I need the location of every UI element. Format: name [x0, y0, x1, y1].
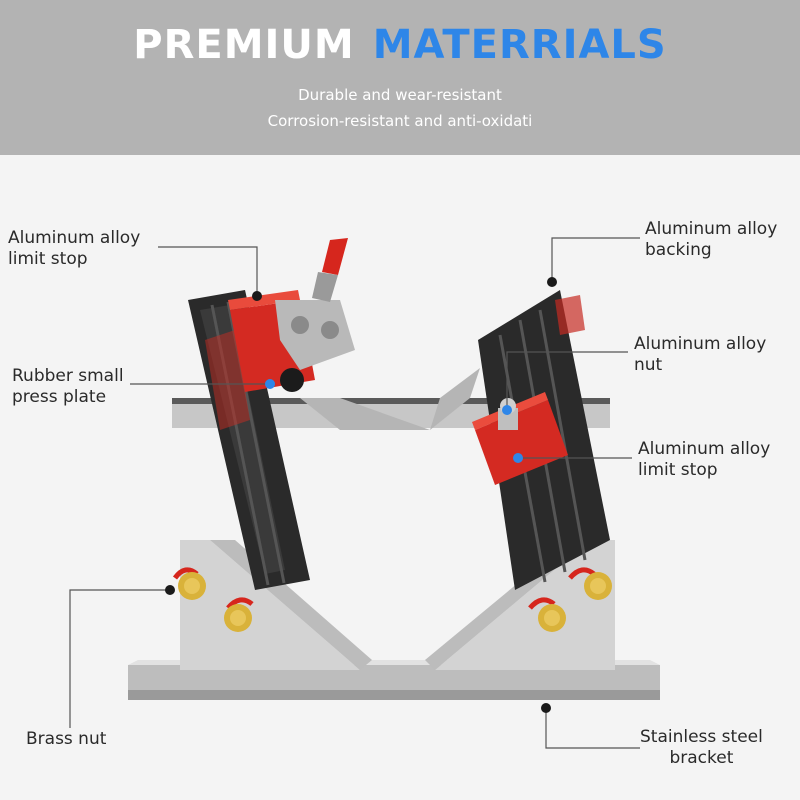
callout-bracket-line2: bracket [669, 748, 734, 768]
page-title: PREMIUM MATERRIALS [0, 22, 800, 68]
callout-backing-line2: backing [645, 240, 712, 260]
callout-limit-stop-left-line2: limit stop [8, 249, 88, 269]
callout-backing-line1: Aluminum alloy [645, 219, 778, 239]
callout-nut-line1: Aluminum alloy [634, 334, 767, 354]
callout-limit-stop-right-line1: Aluminum alloy [638, 439, 771, 459]
title-blue-text: MATERRIALS [372, 22, 667, 68]
callout-limit-stop-left-line1: Aluminum alloy [8, 228, 141, 248]
subtitle-corrosion: Corrosion-resistant and anti-oxidati [267, 112, 533, 130]
title-white-text: PREMIUM [133, 22, 355, 68]
callout-brass-nut-line1: Brass nut [26, 729, 107, 749]
brass-nut-4 [528, 597, 566, 632]
callout-limit-stop-left: Aluminum alloy limit stop [8, 228, 140, 270]
rubber-press-plate [280, 368, 304, 392]
brass-nut-3 [568, 567, 612, 600]
brass-nut-1 [172, 567, 206, 600]
header-banner [0, 0, 800, 155]
callout-rubber-press-plate: Rubber small press plate [12, 366, 124, 408]
callout-backing: Aluminum alloy backing [645, 219, 777, 261]
clamp-handle-red [322, 238, 348, 275]
toggle-clamp [275, 300, 355, 370]
callout-nut-line2: nut [634, 355, 663, 375]
callout-brass-nut: Brass nut [26, 729, 106, 750]
callout-dot-limit-stop-right [513, 453, 523, 463]
callout-bracket: Stainless steel bracket [640, 727, 763, 769]
subtitle-durable: Durable and wear-resistant [298, 86, 502, 104]
callout-dot-brass-nut [165, 585, 175, 595]
callout-dot-rubber-plate [265, 379, 275, 389]
callout-rubber-press-plate-line2: press plate [12, 387, 107, 407]
callout-dot-limit-stop-left [252, 291, 262, 301]
callout-rubber-press-plate-line1: Rubber small [12, 366, 124, 386]
left-bracket-plate [180, 540, 360, 670]
callout-dot-nut [502, 405, 512, 415]
callout-lines [69, 237, 640, 749]
callout-bracket-line1: Stainless steel [640, 727, 763, 747]
right-bracket-plate [435, 540, 615, 670]
right-nut-bolt [498, 408, 518, 430]
brass-nut-2 [224, 597, 254, 632]
callout-dot-bracket [541, 703, 551, 713]
callout-limit-stop-right: Aluminum alloy limit stop [638, 439, 770, 481]
callout-dot-backing [547, 277, 557, 287]
callout-nut: Aluminum alloy nut [634, 334, 766, 376]
callout-limit-stop-right-line2: limit stop [638, 460, 718, 480]
